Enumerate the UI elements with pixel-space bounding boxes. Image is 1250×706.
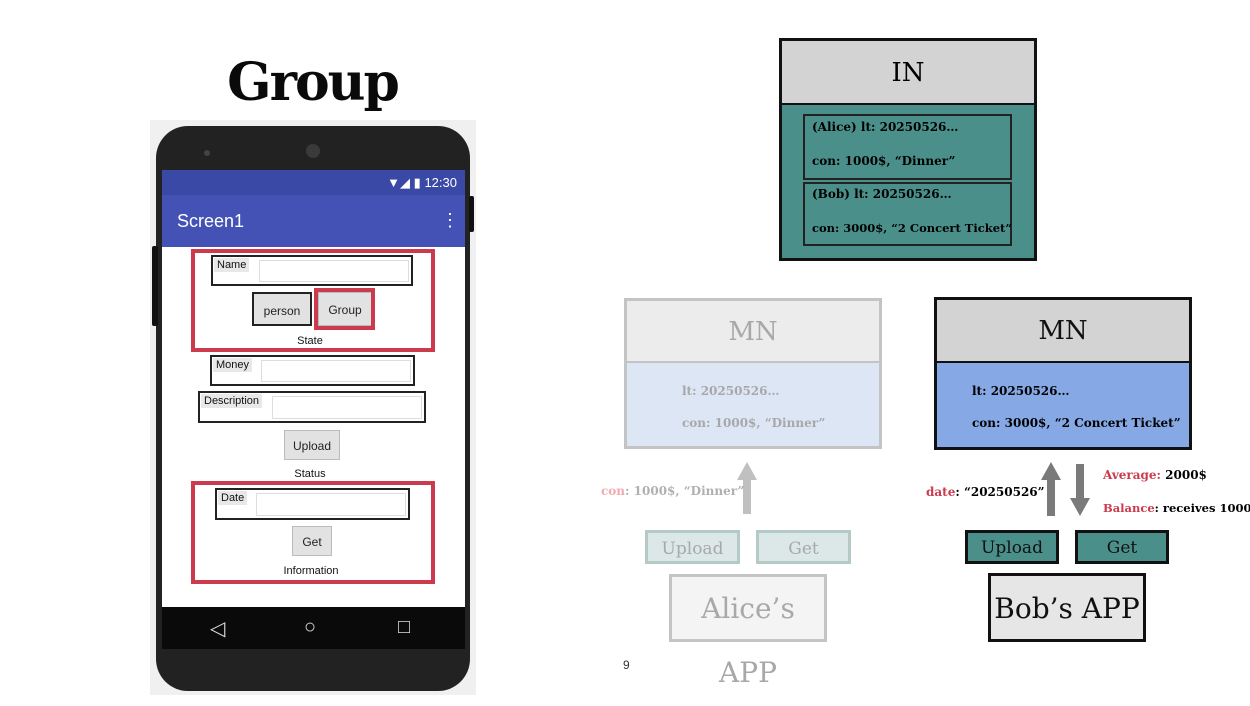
bob-download-arrow — [1070, 464, 1090, 516]
get-button[interactable]: Get — [292, 526, 332, 556]
status-bar: ▼◢ ▮ 12:30 — [162, 170, 465, 195]
status-label: Status — [294, 468, 326, 480]
date-input[interactable] — [256, 493, 406, 516]
in-node-title: IN — [782, 41, 1034, 105]
signal-icon: ◢ — [400, 175, 411, 190]
group-button-highlight — [314, 288, 375, 330]
alice-mn-lt: lt: 20250526… — [682, 384, 780, 398]
sensor-icon — [204, 150, 210, 156]
in-entry-bob: (Bob) lt: 20250526… con: 3000$, “2 Conce… — [803, 182, 1012, 246]
phone-power-button — [469, 196, 474, 232]
upload-button[interactable]: Upload — [284, 430, 340, 460]
state-label: State — [297, 335, 323, 347]
description-label: Description — [201, 394, 263, 408]
alice-get-button[interactable]: Get — [756, 530, 851, 564]
clock: 12:30 — [424, 175, 457, 190]
in-entry-lt: (Alice) lt: 20250526… — [812, 120, 959, 134]
back-icon[interactable]: ◁ — [210, 618, 226, 640]
description-input[interactable] — [272, 396, 422, 419]
bob-upload-arrow — [1041, 462, 1061, 516]
battery-icon: ▮ — [413, 175, 421, 190]
more-vert-icon[interactable]: ⋮ — [441, 210, 459, 230]
bob-average-key: Average: — [1103, 468, 1161, 482]
bob-balance-key: Balance — [1103, 501, 1155, 515]
information-label: Information — [283, 565, 339, 577]
alice-upload-arrow — [737, 462, 757, 514]
screen-title: Screen1 — [177, 211, 245, 231]
bob-date-label: date: “20250526” — [926, 485, 1045, 499]
bob-mn-lt: lt: 20250526… — [972, 384, 1070, 398]
person-button[interactable]: person — [252, 292, 312, 326]
phone-side-button — [152, 246, 158, 326]
date-field: Date — [215, 488, 410, 520]
information-section-highlight — [191, 481, 435, 584]
alice-mn-title: MN — [627, 301, 879, 363]
money-field: Money — [210, 355, 415, 386]
name-input[interactable] — [259, 260, 409, 282]
page-number: 9 — [623, 658, 630, 672]
money-label: Money — [213, 358, 253, 372]
home-icon[interactable]: ○ — [304, 616, 317, 638]
alice-arrow-label: con: 1000$, “Dinner” — [601, 484, 744, 498]
name-field: Name — [211, 255, 413, 286]
bob-balance-value: : receives 1000$ — [1154, 501, 1250, 515]
alice-con-value: : 1000$, “Dinner” — [625, 484, 745, 498]
date-label: Date — [218, 491, 248, 505]
alice-app-box: Alice’s APP — [669, 574, 827, 689]
in-entry-con: con: 1000$, “Dinner” — [812, 154, 956, 168]
bob-mn-con: con: 3000$, “2 Concert Ticket” — [972, 416, 1181, 430]
bob-average-value: 2000$ — [1160, 468, 1207, 482]
wifi-icon: ▼ — [387, 175, 401, 190]
state-section-highlight — [191, 249, 435, 352]
recents-icon[interactable]: □ — [398, 616, 411, 638]
description-field: Description — [198, 391, 426, 423]
bob-date-value: : “20250526” — [955, 485, 1045, 499]
app-bar — [162, 195, 465, 247]
in-entry-alice: (Alice) lt: 20250526… con: 1000$, “Dinne… — [803, 114, 1012, 180]
bob-date-key: date — [926, 485, 956, 499]
bob-app-box: Bob’s APP — [988, 573, 1146, 642]
nav-bar — [162, 607, 465, 649]
group-button[interactable]: Group — [318, 292, 372, 326]
alice-upload-button[interactable]: Upload — [645, 530, 740, 564]
camera-icon — [306, 144, 320, 158]
name-label: Name — [214, 258, 250, 272]
alice-mn-con: con: 1000$, “Dinner” — [682, 416, 826, 430]
alice-con-key: con — [601, 484, 626, 498]
in-entry-lt: (Bob) lt: 20250526… — [812, 187, 952, 201]
bob-get-button[interactable]: Get — [1075, 530, 1169, 564]
bob-balance-label: Balance: receives 1000$ — [1103, 501, 1250, 515]
bob-average-label: Average: 2000$ — [1103, 468, 1207, 482]
money-input[interactable] — [261, 360, 411, 382]
bob-mn-title: MN — [937, 300, 1189, 363]
bob-upload-button[interactable]: Upload — [965, 530, 1059, 564]
in-entry-con: con: 3000$, “2 Concert Ticket” — [812, 221, 1012, 235]
